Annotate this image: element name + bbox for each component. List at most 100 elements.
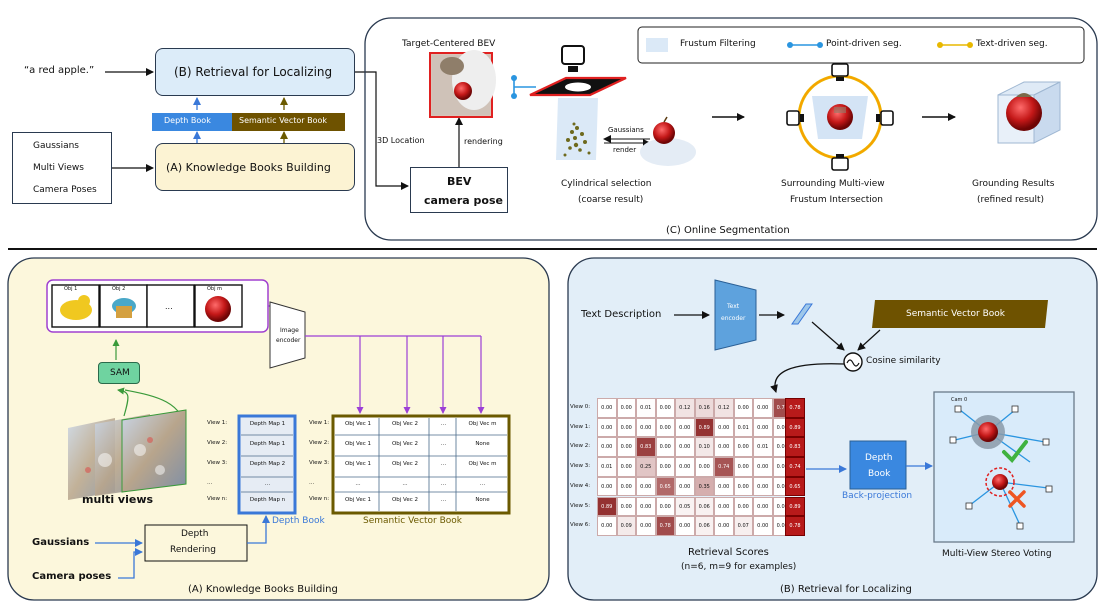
- inputs-box: Gaussians Multi Views Camera Poses: [12, 132, 112, 204]
- max-score-cell: 0.89: [785, 496, 805, 517]
- score-cell: 0.00: [655, 457, 675, 477]
- backproj-label: Back-projection: [842, 491, 913, 501]
- panel-a-caption: (A) Knowledge Books Building: [188, 584, 338, 595]
- depth-book-b-1: Depth: [865, 453, 893, 463]
- bev-pose-line2: camera pose: [424, 194, 503, 207]
- surr-label-2: Frustum Intersection: [790, 195, 884, 205]
- score-cell: 0.00: [616, 398, 636, 418]
- semantic-vector-cell: Obj Vec 1: [344, 461, 372, 467]
- retrieval-note: (n=6, m=9 for examples): [681, 562, 797, 572]
- obj-label-ellipsis: ...: [165, 302, 173, 311]
- score-cell: 0.25: [636, 457, 656, 477]
- score-cell: 0.00: [733, 457, 753, 477]
- max-score-cell: 0.74: [785, 457, 805, 477]
- score-cell: 0.12: [675, 398, 695, 418]
- image-encoder-1: Image: [280, 327, 299, 334]
- depth-rendering-1: Depth: [181, 529, 209, 539]
- depth-book-b-2: Book: [868, 469, 891, 479]
- obj-label-2: Obj 2: [112, 286, 126, 292]
- semantic-vector-cell: None: [475, 441, 490, 447]
- max-score-cell: 0.65: [785, 476, 805, 497]
- semantic-vector-cell: ...: [402, 481, 408, 487]
- score-cell: 0.00: [733, 476, 753, 497]
- score-cell: 0.00: [753, 476, 773, 497]
- max-score-cell: 0.78: [785, 516, 805, 536]
- depth-map-cell: Depth Map 1: [249, 421, 286, 427]
- semantic-vector-cell: Obj Vec 2: [391, 497, 419, 503]
- legend-point: Point-driven seg.: [826, 39, 902, 49]
- score-cell: 0.00: [733, 398, 753, 418]
- retrieval-box-label: (B) Retrieval for Localizing: [174, 65, 333, 79]
- score-cell: 0.78: [655, 516, 675, 536]
- score-cell: 0.00: [616, 437, 636, 458]
- score-view-label: View 6:: [570, 522, 591, 529]
- score-cell: 0.00: [714, 417, 734, 438]
- sam-label: SAM: [110, 368, 130, 378]
- semantic-vector-cell: ...: [440, 497, 447, 503]
- score-cell: 0.06: [694, 496, 714, 517]
- score-cell: 0.00: [636, 417, 656, 438]
- score-cell: 0.05: [675, 496, 695, 517]
- depth-map-cell: Depth Map 1: [249, 441, 286, 447]
- score-cell: 0.00: [675, 457, 695, 477]
- depth-rendering-2: Rendering: [170, 545, 216, 555]
- semantic-vector-cell: ...: [479, 481, 486, 487]
- score-cell: 0.01: [636, 398, 656, 418]
- depth-view-label: ...: [207, 480, 213, 486]
- score-cell: 0.00: [597, 437, 617, 458]
- depth-map-cell: Depth Map n: [249, 497, 286, 503]
- semantic-vector-cell: ...: [440, 421, 447, 427]
- cyl-label-1: Cylindrical selection: [561, 179, 652, 189]
- online-seg-caption: (C) Online Segmentation: [666, 225, 790, 236]
- ground-label-2: (refined result): [977, 195, 1045, 205]
- panel-b-caption: (B) Retrieval for Localizing: [780, 584, 912, 595]
- input-gaussians: Gaussians: [33, 141, 79, 151]
- score-cell: 0.07: [733, 516, 753, 536]
- score-cell: 0.00: [597, 516, 617, 536]
- depth-view-label: View 3:: [207, 460, 228, 466]
- gaussians-render-2: render: [613, 146, 637, 154]
- score-cell: 0.01: [733, 417, 753, 438]
- score-cell: 0.00: [597, 417, 617, 438]
- score-cell: 0.89: [694, 417, 714, 438]
- score-cell: 0.00: [753, 516, 773, 536]
- score-cell: 0.35: [694, 476, 714, 497]
- score-cell: 0.00: [655, 437, 675, 458]
- score-cell: 0.00: [753, 496, 773, 517]
- depth-book-tag: Depth Book: [152, 113, 242, 131]
- text-encoder-2: encoder: [721, 315, 746, 322]
- retrieval-scores-caption: Retrieval Scores: [688, 547, 769, 558]
- score-cell: 0.00: [655, 417, 675, 438]
- bev-pose-line1: BEV: [447, 175, 472, 188]
- score-cell: 0.74: [714, 457, 734, 477]
- depth-view-label: View n:: [207, 496, 228, 502]
- semantic-book-tag: Semantic Vector Book: [232, 113, 345, 131]
- semantic-book-caption: Semantic Vector Book: [363, 516, 463, 526]
- score-cell: 0.00: [675, 417, 695, 438]
- score-cell: 0.00: [636, 516, 656, 536]
- score-cell: 0.10: [694, 437, 714, 458]
- score-cell: 0.01: [597, 457, 617, 477]
- semantic-vector-cell: Obj Vec 1: [344, 421, 372, 427]
- text-description-label: Text Description: [581, 309, 662, 320]
- score-view-label: View 5:: [570, 502, 591, 509]
- score-cell: 0.00: [655, 398, 675, 418]
- score-cell: 0.00: [655, 496, 675, 517]
- score-cell: 0.00: [694, 457, 714, 477]
- score-cell: 0.89: [597, 496, 617, 517]
- score-cell: 0.00: [733, 437, 753, 458]
- score-view-label: View 2:: [570, 443, 591, 450]
- surr-label-1: Surrounding Multi-view: [781, 179, 885, 189]
- max-score-cell: 0.83: [785, 437, 805, 458]
- image-encoder-2: encoder: [276, 337, 301, 344]
- semantic-vector-cell: ...: [440, 481, 447, 487]
- bev-pose-box: BEV camera pose: [410, 167, 508, 213]
- semantic-vector-cell: Obj Vec m: [468, 421, 497, 427]
- semantic-vector-cell: Obj Vec 2: [391, 461, 419, 467]
- gaussians-render-1: Gaussians: [608, 126, 644, 134]
- rendering-label: rendering: [464, 137, 503, 146]
- input-multi-views: Multi Views: [33, 163, 84, 173]
- depth-map-cell: ...: [264, 481, 271, 487]
- cyl-label-2: (coarse result): [578, 195, 644, 205]
- semantic-vector-cell: ...: [440, 461, 447, 467]
